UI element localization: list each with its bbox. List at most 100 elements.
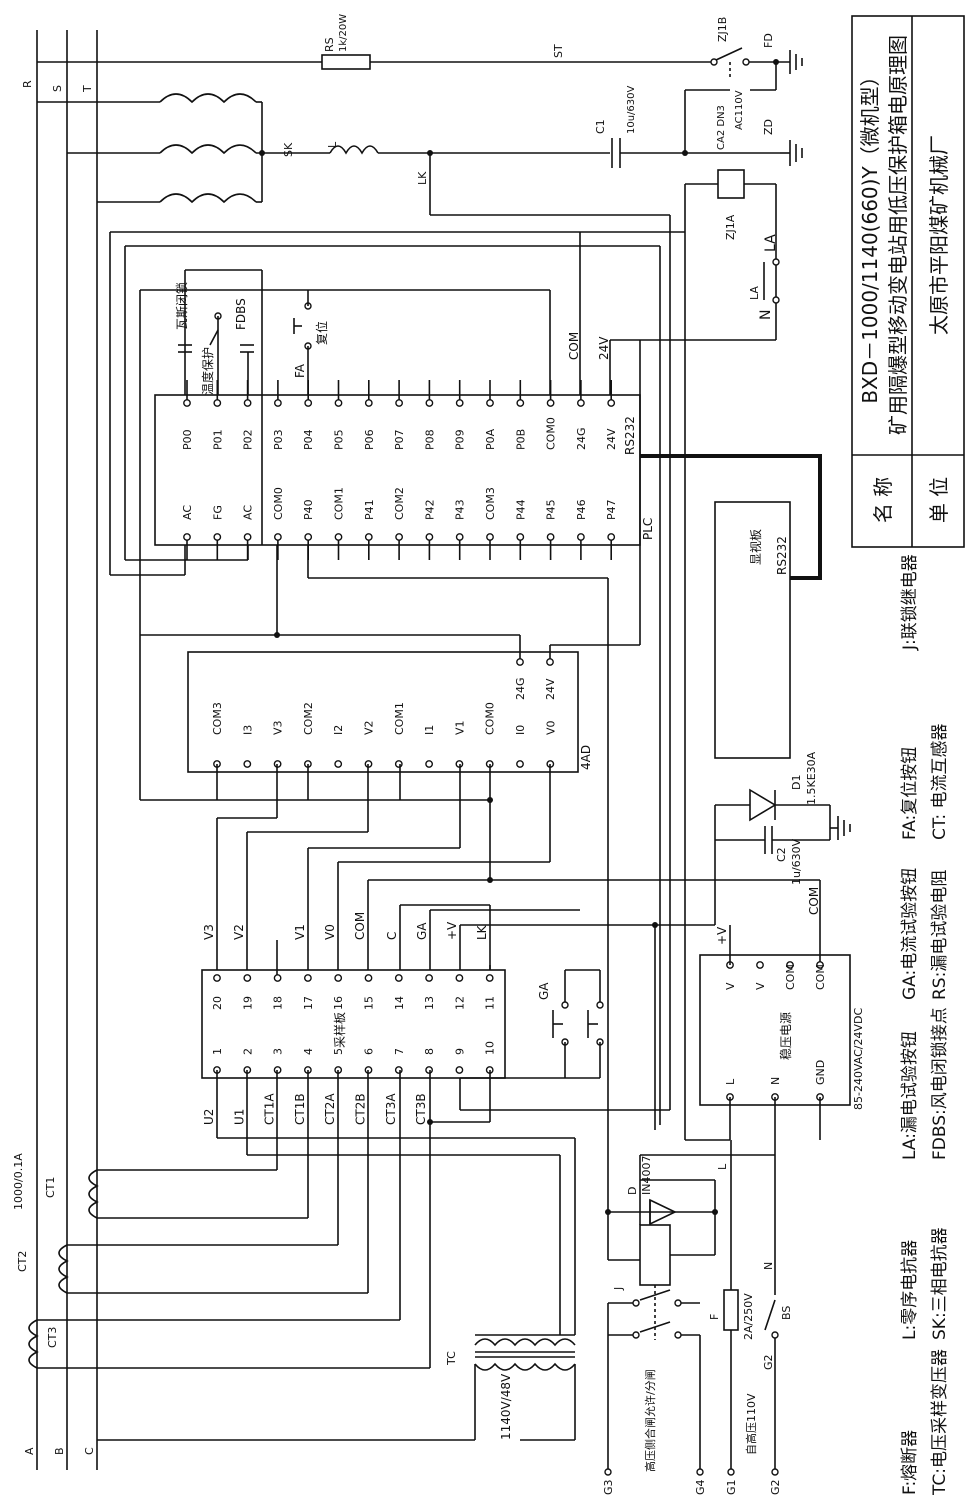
plc-top-pin-label: P03	[272, 429, 285, 450]
sampler-top-wire-label: C	[385, 932, 399, 940]
title-block: 名 称 单 位 BXD－1000/1140(660)Y（微机型） 矿用隔爆型移动…	[851, 15, 965, 548]
sampler-top-pin-label: 14	[393, 996, 406, 1010]
plc-top-pin-label: P09	[454, 429, 467, 450]
ct1-value: 1000/0.1A	[12, 1153, 25, 1210]
plc-bottom-pin	[273, 533, 282, 541]
sampler-bottom-pin	[394, 1066, 403, 1074]
title-unit: 太原市平阳煤矿机械厂	[927, 135, 951, 335]
psu-bottom-pin-label: L	[724, 1078, 737, 1085]
sampler-top-pin-label: 17	[302, 996, 315, 1010]
plc-top-pin-label: P08	[423, 429, 436, 450]
plc-bottom-pin	[486, 533, 494, 541]
d1-value: 1.5KE30A	[805, 751, 818, 805]
rs232-cable	[640, 454, 822, 580]
plc-24v-label: 24V	[597, 336, 611, 360]
title-model: BXD－1000/1140(660)Y（微机型）	[858, 66, 882, 403]
ad4-pin-label: I3	[241, 725, 254, 735]
plc-top-pin-label: 24G	[575, 427, 588, 450]
c1-value: 10u/630V	[626, 85, 637, 134]
phase-s-label: S	[51, 85, 64, 92]
phase-b-label: B	[53, 1447, 66, 1455]
plc-bottom-pin-label: P40	[302, 499, 315, 520]
plc-bottom-pin	[334, 533, 343, 541]
plc-top-pin	[546, 399, 555, 407]
plc-bottom-pin-label: COM2	[393, 487, 406, 520]
legend: F:熔断器L:零序电抗器LA:漏电试验按钮GA:电流试验按钮FA:复位按钮J:联…	[900, 554, 950, 1496]
plc-bottom-pin	[577, 533, 585, 541]
phase-r-label: R	[21, 80, 34, 88]
legend-item: TC:电压采样变压器	[930, 1349, 950, 1496]
plc-top-pin-label: P01	[211, 429, 224, 450]
plc-label: PLC	[641, 518, 655, 540]
bottom-circuit: D IN4007 J 高压侧合闸允许/分闸 F 2A/250V L 自高压110…	[602, 1140, 793, 1495]
sampler-bottom-wire-label: U1	[232, 1109, 246, 1125]
d-label: D	[626, 1187, 639, 1195]
display-rs232: RS232	[775, 536, 789, 575]
plc-top-pin-label: P06	[363, 429, 376, 450]
f-label: F	[708, 1314, 721, 1320]
sampler-bottom-pin-label: 3	[272, 1048, 285, 1055]
sampler-bottom-wire-label: CT3B	[414, 1093, 428, 1125]
ad4-pin-label: COM1	[393, 702, 406, 735]
top-circuit: SK L LK C1 10u/630V ZD RS 1k/20W ST ZJ1B…	[37, 14, 803, 1140]
sampler-top-pin-label: 12	[453, 996, 466, 1010]
psu-com-wire-label: COM	[807, 887, 821, 915]
psu-bottom-pin-label: N	[769, 1077, 782, 1085]
legend-item: LA:漏电试验按钮	[900, 1031, 920, 1160]
ad4-power-pin-label: 24V	[544, 678, 557, 700]
plc-top-pin	[243, 399, 252, 407]
plc-top-pin-label: COM0	[545, 417, 558, 450]
hv-side-label: 高压侧合闸允许/分闸	[643, 1369, 657, 1472]
ad4-label: 4AD	[579, 745, 593, 770]
zj1b-label: ZJ1B	[716, 17, 729, 42]
d-value: IN4007	[640, 1156, 653, 1195]
d1-c2: D1 1.5KE30A C2 1u/630V	[714, 751, 851, 925]
ad4-pin	[516, 760, 524, 768]
g2-label: G2	[769, 1479, 782, 1495]
psu-plus-v: +V	[715, 926, 729, 945]
busbars: R S T A B C	[21, 30, 98, 1470]
tc-value: 1140V/48V	[499, 1373, 513, 1440]
ad4-pin	[425, 760, 433, 768]
sampler-top-pin	[243, 974, 252, 982]
sampler-top-pin-label: 20	[211, 996, 224, 1010]
sampler-bottom-pin-label: 9	[453, 1048, 466, 1055]
sampler-top-pin	[455, 974, 464, 982]
psu-label: 稳压电源	[778, 1012, 793, 1060]
sampler-label: 采样板	[332, 1012, 347, 1048]
plc-bottom-pin	[213, 533, 222, 541]
psu-bottom-pin-label: GND	[814, 1060, 827, 1085]
zj1a-label: ZJ1A	[724, 214, 737, 240]
ga-button: GA	[459, 965, 670, 1111]
plc-bottom-pin-label: P43	[454, 499, 467, 520]
ad4-pin-label: V1	[453, 720, 466, 735]
sampler-bottom-pin-label: 5	[332, 1048, 345, 1055]
g2-label-inner: G2	[762, 1354, 775, 1370]
sampler-top-pin-label: 13	[423, 996, 436, 1010]
psu-top-pin-label: COM	[784, 964, 797, 990]
lk-label: LK	[416, 171, 429, 185]
psu-top-pin	[756, 961, 764, 969]
sampler-top-pin	[425, 974, 433, 982]
title-unit-label: 单 位	[927, 477, 951, 523]
bottom-l-label: L	[716, 1163, 729, 1170]
psu-top-pin-label: V	[754, 982, 767, 990]
plc-bottom-pin-label: COM3	[484, 487, 497, 520]
ad4-pin	[394, 760, 403, 768]
legend-item: GA:电流试验按钮	[900, 868, 920, 1000]
plc-top-pin	[304, 399, 313, 407]
sampler-top-pin-label: 18	[272, 996, 285, 1010]
sampler-top-pin	[273, 974, 282, 982]
plc-top-pin-label: P02	[242, 429, 255, 450]
plc-bottom-pin	[183, 533, 191, 541]
fdbs-label: FDBS	[234, 298, 248, 330]
f-value: 2A/250V	[742, 1293, 755, 1340]
sampler-top-wire-label: V2	[232, 924, 246, 940]
legend-item: J:联锁继电器	[900, 554, 920, 651]
d1-label: D1	[790, 775, 803, 790]
sampler-top-pin	[303, 974, 312, 982]
bottom-n-label: N	[762, 1262, 775, 1270]
display-board: 显视板 RS232	[714, 501, 791, 759]
bs-label: BS	[780, 1306, 793, 1320]
